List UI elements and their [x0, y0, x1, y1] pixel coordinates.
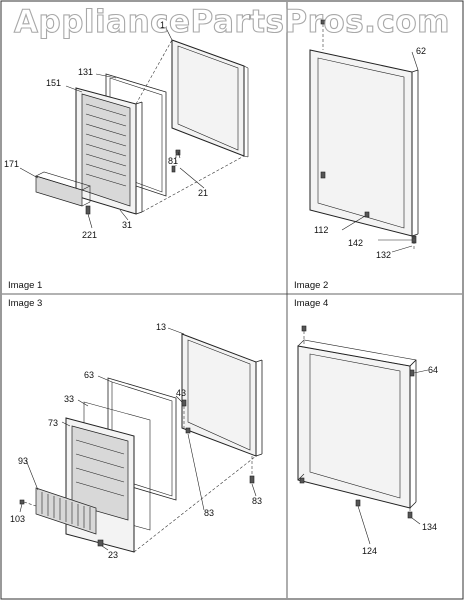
callout-1-4: 81: [168, 156, 178, 166]
callout-2-4: 132: [376, 250, 391, 260]
callout-2-2: 112: [314, 225, 328, 235]
panel-caption-4: Image 4: [294, 298, 328, 309]
callout-4-2: 134: [422, 522, 437, 532]
callout-3-7: 83: [204, 508, 214, 518]
callout-1-8: 1: [160, 20, 165, 30]
image-4-drawing: [297, 325, 429, 545]
callout-1-7: 221: [82, 230, 97, 240]
callout-2-3: 142: [348, 238, 363, 248]
image-2-drawing: [309, 19, 419, 253]
callout-3-5: 73: [48, 418, 58, 428]
callout-3-2: 63: [84, 370, 94, 380]
callout-1-1: 131: [78, 67, 93, 77]
callout-1-6: 31: [122, 220, 132, 230]
image-3-drawing: [19, 327, 263, 553]
callout-2-1: 62: [416, 46, 426, 56]
callout-3-1: 13: [156, 322, 166, 332]
callout-1-3: 171: [4, 159, 19, 169]
callout-3-4: 33: [64, 394, 74, 404]
callout-1-5: 21: [198, 188, 208, 198]
callout-3-6: 93: [18, 456, 28, 466]
callout-4-1: 64: [428, 365, 438, 375]
callout-1-2: 151: [46, 78, 61, 88]
panel-caption-3: Image 3: [8, 298, 42, 309]
callout-4-3: 124: [362, 546, 377, 556]
callout-3-9: 103: [10, 514, 25, 524]
callout-3-8: 83: [252, 496, 262, 506]
callout-3-10: 23: [108, 550, 118, 560]
callout-3-3: 43: [176, 388, 186, 398]
panel-caption-2: Image 2: [294, 280, 328, 291]
panel-caption-1: Image 1: [8, 280, 42, 291]
image-1-drawing: [19, 27, 249, 229]
